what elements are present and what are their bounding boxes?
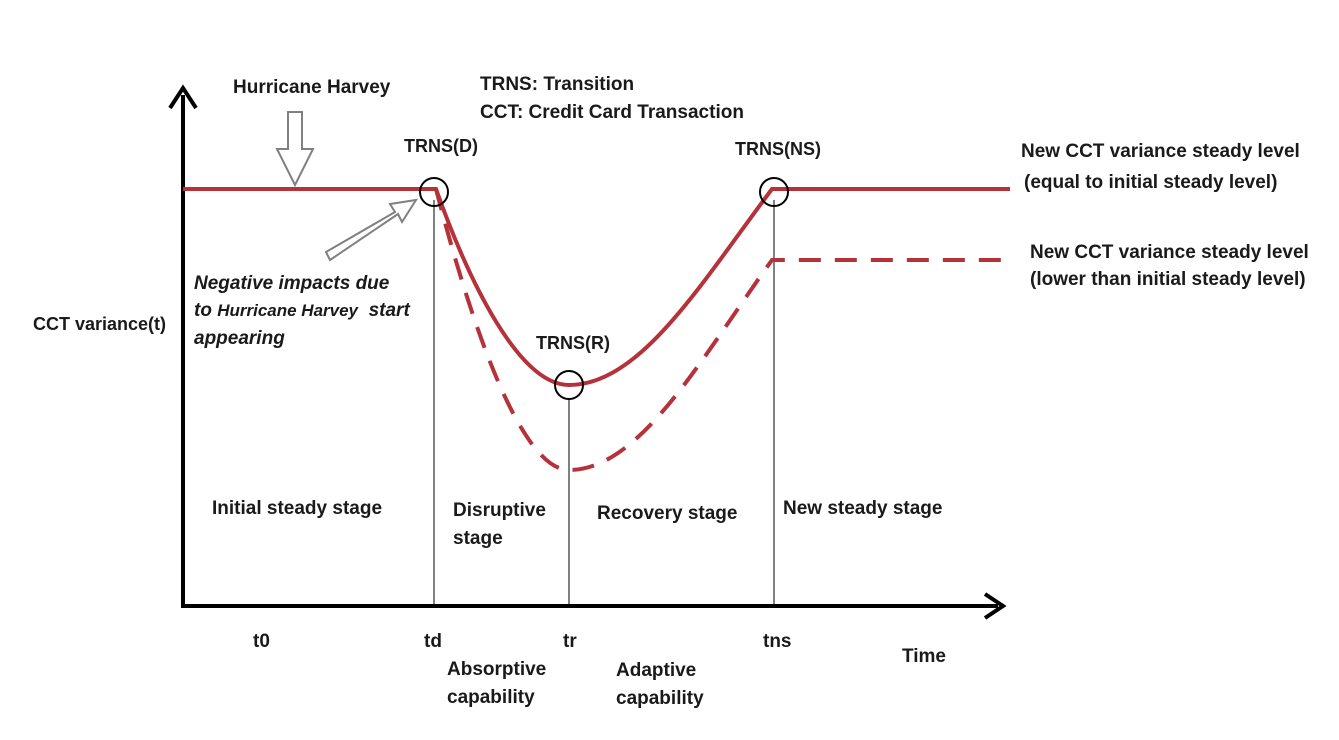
tick-tr: tr (563, 631, 577, 652)
trns-r-marker (554, 370, 584, 400)
trns-r-label: TRNS(R) (536, 333, 610, 353)
stage-disruptive-line2: stage (453, 528, 503, 549)
stage-initial: Initial steady stage (212, 498, 382, 519)
event-label: Hurricane Harvey (233, 77, 391, 98)
impact-note-line3: appearing (194, 328, 285, 349)
y-axis-label: CCT variance(t) (33, 314, 166, 334)
x-axis-arrowhead (983, 592, 1007, 620)
trns-ns-label: TRNS(NS) (735, 139, 821, 159)
trns-d-marker (419, 177, 449, 207)
tick-td: td (424, 631, 442, 652)
full-recovery-curve (183, 187, 1010, 388)
trns-ns-marker (759, 177, 789, 207)
stage-disruptive-line1: Disruptive (453, 500, 546, 521)
hurricane-down-arrow-icon (275, 111, 315, 188)
outcome-equal-line1: New CCT variance steady level (1021, 141, 1300, 162)
x-axis-label: Time (902, 646, 946, 667)
partial-recovery-curve (434, 188, 1010, 473)
impact-note-line1: Negative impacts due (194, 273, 390, 294)
capability-absorptive-line1: Absorptive (447, 659, 546, 680)
capability-adaptive-line2: capability (616, 688, 704, 709)
tick-t0: t0 (253, 631, 270, 652)
capability-absorptive-line2: capability (447, 687, 535, 708)
trns-d-label: TRNS(D) (404, 136, 478, 156)
stage-recovery: Recovery stage (597, 503, 737, 524)
legend-trns: TRNS: Transition (480, 74, 634, 95)
outcome-equal-line2: (equal to initial steady level) (1024, 172, 1277, 193)
impact-diagonal-arrow-icon (324, 198, 419, 262)
outcome-lower-line2: (lower than initial steady level) (1030, 269, 1306, 290)
tick-tns: tns (763, 631, 792, 652)
stage-new: New steady stage (783, 498, 942, 519)
impact-note-line2: to Hurricane Harvey start (194, 300, 410, 321)
legend-cct: CCT: Credit Card Transaction (480, 102, 744, 123)
outcome-lower-line1: New CCT variance steady level (1030, 242, 1309, 263)
y-axis-arrowhead (168, 84, 198, 110)
capability-adaptive-line1: Adaptive (616, 660, 696, 681)
